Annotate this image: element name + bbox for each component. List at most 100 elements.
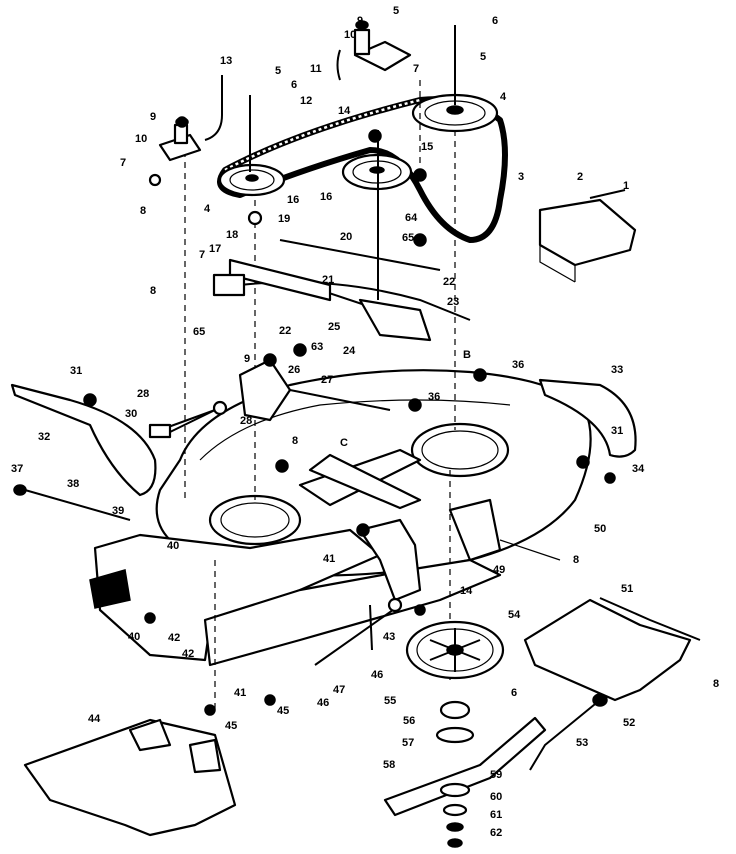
callout-c31b: 31 [611,425,623,437]
callout-c54: 54 [508,609,521,621]
callout-c6c: 6 [511,687,517,699]
side-baffles [10,378,637,497]
deck-marking-c: C [340,437,348,449]
callout-c45b: 45 [225,720,237,732]
callout-c22a: 22 [443,276,455,288]
callout-c3: 3 [518,171,524,183]
callout-c7b: 7 [120,157,126,169]
discharge-chute [23,718,237,837]
callout-c34: 34 [632,463,645,475]
callout-c32: 32 [38,431,50,443]
callout-c51: 51 [621,583,633,595]
callout-c52: 52 [623,717,635,729]
drive-belt-and-pulleys [217,93,508,243]
callout-c18: 18 [226,229,238,241]
callout-c1: 1 [623,180,629,192]
callout-c8b: 8 [150,285,156,297]
callout-c13: 13 [220,55,232,67]
part-callout-numbers: 1234455566777888889991010111213141415161… [11,5,719,839]
callout-c36a: 36 [512,359,524,371]
callout-c37: 37 [11,463,23,475]
callout-c6b: 6 [291,79,297,91]
callout-c9a: 9 [357,15,363,27]
callout-c8d: 8 [573,554,579,566]
spindle-bolts [184,25,456,710]
rod-53 [529,693,608,771]
callout-c21: 21 [322,274,334,286]
callout-c27: 27 [321,374,333,386]
callout-c60: 60 [490,791,502,803]
callout-c47: 47 [333,684,345,696]
callout-c16a: 16 [320,191,332,203]
callout-c33: 33 [611,364,623,376]
callout-c7c: 7 [199,249,205,261]
callout-c42a: 42 [168,632,180,644]
callout-c5b: 5 [480,51,486,63]
callout-c59: 59 [490,769,502,781]
callout-c14b: 14 [460,585,473,597]
callout-c58: 58 [383,759,395,771]
belt-guard [538,198,637,283]
callout-c31a: 31 [70,365,82,377]
callout-c56: 56 [403,715,415,727]
misc-rods [314,539,561,666]
callout-c25: 25 [328,321,340,333]
callout-c40b: 40 [128,631,140,643]
callout-c8a: 8 [140,205,146,217]
callout-c12: 12 [300,95,312,107]
callout-c24: 24 [343,345,356,357]
callout-c38: 38 [67,478,79,490]
callout-c15: 15 [421,141,433,153]
callout-c23: 23 [447,296,459,308]
callout-c17: 17 [209,243,221,255]
callout-c46a: 46 [371,669,383,681]
callout-c53: 53 [576,737,588,749]
callout-c8c: 8 [292,435,298,447]
callout-c36b: 36 [428,391,440,403]
callout-c65b: 65 [193,326,205,338]
callout-c5c: 5 [275,65,281,77]
callout-c46b: 46 [317,697,329,709]
callout-c7a: 7 [413,63,419,75]
callout-c41b: 41 [234,687,246,699]
callout-c39: 39 [112,505,124,517]
callout-c4b: 4 [204,203,211,215]
callout-c10a: 10 [344,29,356,41]
callout-c61: 61 [490,809,502,821]
blade-assembly [383,620,547,848]
callout-c9b: 9 [150,111,156,123]
fasteners [83,116,626,716]
callout-c26: 26 [288,364,300,376]
callout-c55: 55 [384,695,396,707]
callout-c45a: 45 [277,705,289,717]
callout-c4a: 4 [500,91,507,103]
idler-brackets [158,20,412,162]
callout-c9c: 9 [244,353,250,365]
callout-c42b: 42 [182,648,194,660]
callout-c30: 30 [125,408,137,420]
callout-c41a: 41 [323,553,335,565]
callout-c28b: 28 [240,415,252,427]
mower-deck-housing [89,369,592,667]
mulch-plate [523,597,701,702]
callout-c57: 57 [402,737,414,749]
callout-c44: 44 [88,713,101,725]
callout-c6a: 6 [492,15,498,27]
callout-c64: 64 [405,212,418,224]
front-rod [13,484,131,521]
callout-c50: 50 [594,523,606,535]
callout-c14a: 14 [338,105,351,117]
callout-c11: 11 [310,63,322,75]
callout-c63: 63 [311,341,323,353]
callout-c20: 20 [340,231,352,243]
callout-c8e: 8 [713,678,719,690]
callout-c65a: 65 [402,232,414,244]
callout-c49: 49 [493,564,505,576]
callout-c43: 43 [383,631,395,643]
callout-c19: 19 [278,213,290,225]
callout-c40a: 40 [167,540,179,552]
callout-c62: 62 [490,827,502,839]
callout-c28a: 28 [137,388,149,400]
callout-c5a: 5 [393,5,399,17]
